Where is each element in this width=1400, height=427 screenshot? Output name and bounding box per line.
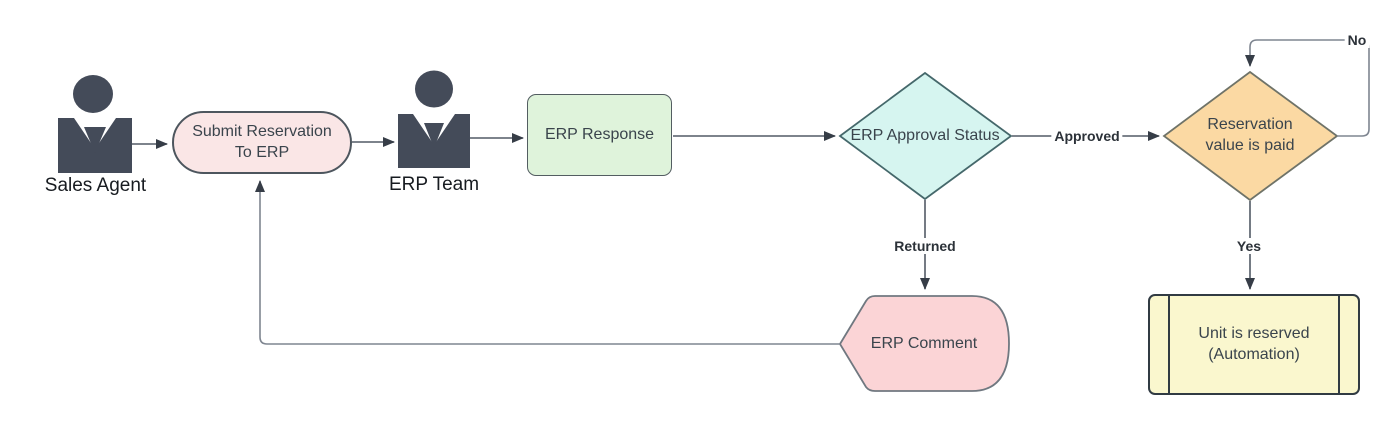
erp-comment-display-shape — [838, 295, 1010, 392]
predefined-process-right-bar — [1338, 296, 1340, 393]
submit-reservation-node: Submit Reservation To ERP — [172, 111, 352, 174]
erp-response-node: ERP Response — [527, 94, 672, 176]
returned-edge-label: Returned — [891, 238, 959, 254]
person-head — [415, 70, 453, 108]
reservation-value-paid-label: Reservation value is paid — [1205, 116, 1295, 154]
reservation-value-paid-diamond — [1162, 70, 1339, 202]
person-body — [58, 118, 132, 173]
person-collar — [84, 127, 106, 153]
erp-team-label: ERP Team — [388, 174, 480, 195]
predefined-process-left-bar — [1168, 296, 1170, 393]
person-collar — [424, 123, 444, 148]
person-head — [73, 75, 113, 113]
sales-agent-person-icon — [58, 75, 132, 173]
erp-team-person-icon — [398, 70, 470, 168]
person-body — [398, 114, 470, 168]
yes-edge-label: Yes — [1233, 238, 1265, 254]
unit-reserved-label: Unit is reserved (Automation) — [1198, 324, 1310, 363]
erp-approval-status-label: ERP Approval Status — [850, 126, 1000, 144]
unit-reserved-node: Unit is reserved (Automation) — [1148, 294, 1360, 395]
erp-response-label: ERP Response — [544, 125, 655, 143]
erp-approval-status-diamond — [838, 71, 1013, 201]
approved-edge-label: Approved — [1051, 128, 1123, 144]
submit-reservation-label: Submit Reservation To ERP — [192, 122, 332, 161]
no-edge-label: No — [1344, 32, 1370, 48]
erp-comment-label: ERP Comment — [870, 334, 978, 352]
sales-agent-label: Sales Agent — [44, 175, 147, 196]
edge-return-loop — [255, 180, 840, 345]
